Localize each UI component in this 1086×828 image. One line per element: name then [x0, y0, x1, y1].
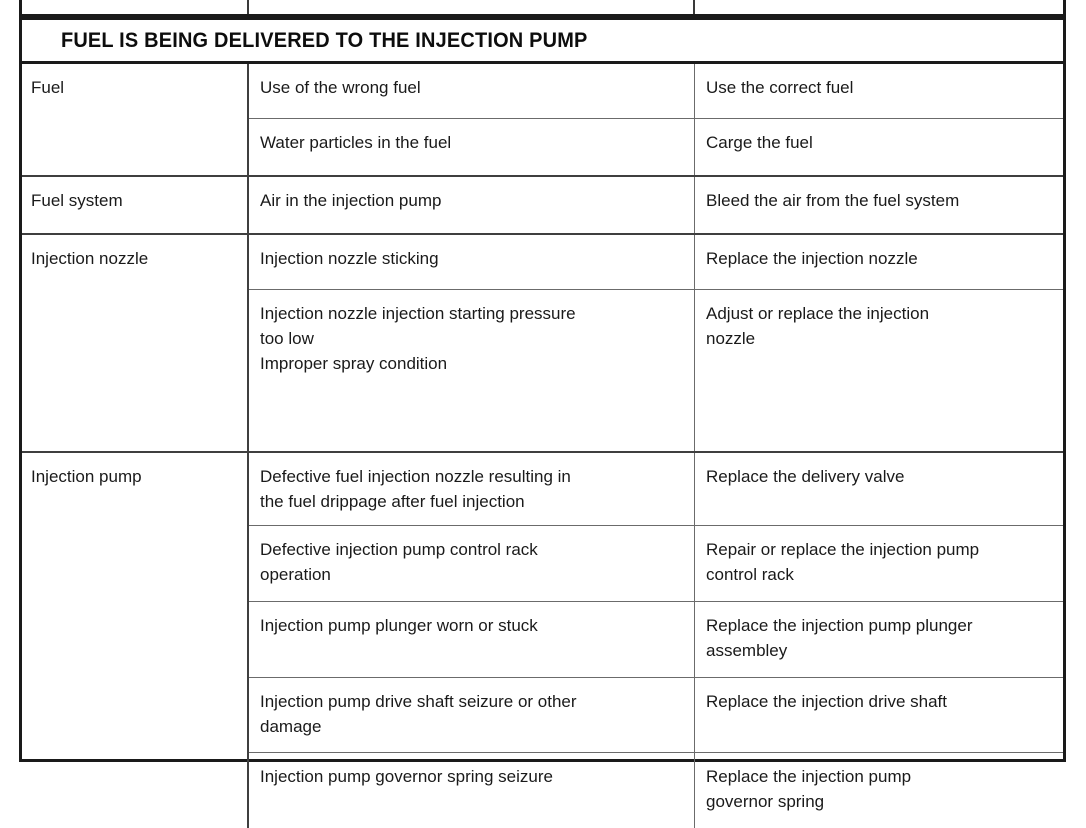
- group-rows: Injection nozzle sticking Replace the in…: [249, 235, 1063, 451]
- table-group-fuel-system: Fuel system Air in the injection pump Bl…: [22, 177, 1063, 235]
- remedy-cell: Replace the delivery valve: [706, 467, 905, 486]
- table-group-injection-nozzle: Injection nozzle Injection nozzle sticki…: [22, 235, 1063, 453]
- remedy-line: Replace the injection pump plunger: [706, 616, 973, 635]
- cause-line: operation: [260, 564, 331, 584]
- partial-cell-component: [22, 0, 249, 14]
- remedy-cell: Use the correct fuel: [706, 78, 854, 97]
- cause-line: Improper spray condition: [260, 353, 448, 373]
- partial-cell-remedy: [695, 0, 1063, 14]
- table-row: Use of the wrong fuel Use the correct fu…: [249, 64, 1063, 119]
- cause-cell: Water particles in the fuel: [249, 119, 695, 175]
- remedy-line: Repair or replace the injection pump: [706, 540, 980, 559]
- group-rows: Defective fuel injection nozzle resultin…: [249, 453, 1063, 828]
- remedy-line: control rack: [706, 564, 794, 584]
- table-group-injection-pump: Injection pump Defective fuel injection …: [22, 453, 1063, 828]
- cause-line: Injection pump drive shaft seizure or ot…: [260, 692, 577, 711]
- table-row: Defective fuel injection nozzle resultin…: [249, 453, 1063, 526]
- cause-cell: Injection pump plunger worn or stuck: [249, 602, 695, 677]
- table-row: Injection pump governor spring seizure R…: [249, 753, 1063, 828]
- remedy-cell: Carge the fuel: [706, 133, 813, 152]
- remedy-line: nozzle: [706, 328, 756, 348]
- component-label: Injection pump: [22, 453, 249, 828]
- cause-cell: Use of the wrong fuel: [249, 64, 695, 118]
- table-row: Injection nozzle injection starting pres…: [249, 290, 1063, 451]
- remedy-cell: Repair or replace the injection pump con…: [695, 526, 1063, 601]
- previous-table-partial-row: [19, 0, 1066, 17]
- group-rows: Use of the wrong fuel Use the correct fu…: [249, 64, 1063, 175]
- table-row: Water particles in the fuel Carge the fu…: [249, 119, 1063, 175]
- table-row: Air in the injection pump Bleed the air …: [249, 177, 1063, 233]
- cause-cell: Injection pump governor spring seizure: [249, 753, 695, 828]
- cause-cell: Injection pump drive shaft seizure or ot…: [249, 678, 695, 752]
- remedy-line: Replace the injection pump: [706, 767, 912, 786]
- cause-cell: Defective fuel injection nozzle resultin…: [249, 453, 695, 525]
- cause-cell: Injection nozzle injection starting pres…: [249, 290, 695, 451]
- table-title-row: FUEL IS BEING DELIVERED TO THE INJECTION…: [22, 20, 1063, 64]
- table-row: Injection nozzle sticking Replace the in…: [249, 235, 1063, 290]
- remedy-line: assembley: [706, 640, 788, 660]
- component-label: Fuel system: [22, 177, 249, 233]
- cause-line: the fuel drippage after fuel injection: [260, 491, 525, 511]
- table-group-fuel: Fuel Use of the wrong fuel Use the corre…: [22, 64, 1063, 177]
- table-row: Defective injection pump control rack op…: [249, 526, 1063, 602]
- cause-line: damage: [260, 716, 322, 736]
- remedy-cell: Bleed the air from the fuel system: [706, 191, 960, 210]
- cause-cell: Injection nozzle sticking: [249, 235, 695, 289]
- page-root: FUEL IS BEING DELIVERED TO THE INJECTION…: [19, 0, 1066, 828]
- remedy-line: governor spring: [706, 791, 825, 811]
- partial-cell-cause: [249, 0, 695, 14]
- cause-cell: Defective injection pump control rack op…: [249, 526, 695, 601]
- component-label: Injection nozzle: [22, 235, 249, 451]
- troubleshooting-table: FUEL IS BEING DELIVERED TO THE INJECTION…: [19, 17, 1066, 828]
- page-title: FUEL IS BEING DELIVERED TO THE INJECTION…: [60, 28, 588, 52]
- cause-cell: Air in the injection pump: [249, 177, 695, 233]
- remedy-cell: Replace the injection pump governor spri…: [695, 753, 1063, 828]
- remedy-line: Adjust or replace the injection: [706, 304, 930, 323]
- remedy-cell: Replace the injection nozzle: [706, 249, 918, 268]
- cause-line: Defective fuel injection nozzle resultin…: [260, 467, 571, 486]
- component-label: Fuel: [22, 64, 249, 175]
- cause-line: too low: [260, 328, 314, 348]
- table-row: Injection pump plunger worn or stuck Rep…: [249, 602, 1063, 678]
- table-body: Fuel Use of the wrong fuel Use the corre…: [22, 64, 1063, 828]
- table-row: Injection pump drive shaft seizure or ot…: [249, 678, 1063, 753]
- cause-line: Injection nozzle injection starting pres…: [260, 304, 576, 323]
- remedy-cell: Replace the injection drive shaft: [706, 692, 947, 711]
- cause-line: Defective injection pump control rack: [260, 540, 538, 559]
- remedy-cell: Replace the injection pump plunger assem…: [695, 602, 1063, 677]
- remedy-cell: Adjust or replace the injection nozzle: [695, 290, 1063, 451]
- group-rows: Air in the injection pump Bleed the air …: [249, 177, 1063, 233]
